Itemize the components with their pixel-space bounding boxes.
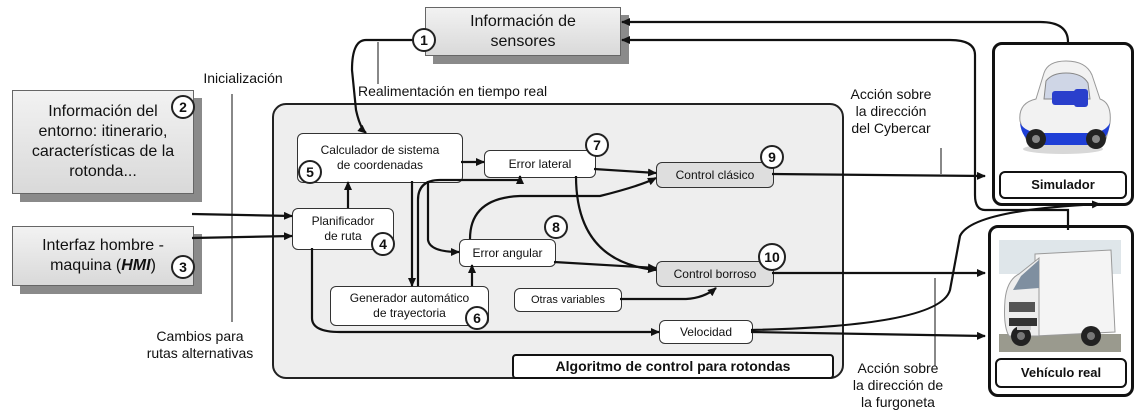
- simulator-caption: Simulador: [999, 171, 1127, 199]
- sensor-info-label: Información de sensores: [470, 12, 576, 50]
- hmi-label: Interfaz hombre - maquina (HMI): [42, 237, 164, 274]
- step-marker-8: 8: [544, 215, 568, 239]
- simulator-box: Simulador: [992, 42, 1134, 206]
- step-marker-3: 3: [171, 255, 195, 279]
- real-vehicle-label: Vehículo real: [1020, 365, 1102, 380]
- trajectory-generator-box: Generador automático de trayectoria: [330, 286, 489, 326]
- realtime-feedback-label: Realimentación en tiempo real: [358, 83, 548, 99]
- trajectory-generator-label: Generador automático de trayectoria: [349, 291, 470, 320]
- step-marker-7: 7: [585, 133, 609, 157]
- step-marker-4: 4: [371, 232, 395, 256]
- lateral-error-label: Error lateral: [508, 156, 572, 171]
- cybercar-steering-label: Acción sobre la dirección del Cybercar: [850, 86, 932, 136]
- speed-label: Velocidad: [679, 324, 733, 339]
- step-marker-10: 10: [758, 243, 786, 271]
- coordinate-calculator-label: Calculador de sistema de coordenadas: [320, 143, 440, 172]
- environment-info-label: Información del entorno: itinerario, car…: [31, 103, 175, 180]
- angular-error-label: Error angular: [472, 245, 543, 260]
- speed-box: Velocidad: [659, 320, 753, 344]
- environment-info-box: Información del entorno: itinerario, car…: [12, 90, 194, 194]
- hmi-box: Interfaz hombre - maquina (HMI): [12, 226, 194, 286]
- initialization-label: Inicialización: [203, 70, 283, 86]
- fuzzy-control-box: Control borroso: [656, 261, 774, 287]
- fuzzy-control-label: Control borroso: [673, 267, 757, 281]
- lateral-error-box: Error lateral: [484, 150, 596, 178]
- real-vehicle-caption: Vehículo real: [995, 358, 1127, 388]
- van-image: [999, 240, 1121, 352]
- step-marker-6: 6: [465, 306, 489, 330]
- step-marker-2: 2: [171, 95, 195, 119]
- other-variables-label: Otras variables: [531, 293, 605, 306]
- alternative-routes-label: Cambios para rutas alternativas: [146, 328, 254, 361]
- step-marker-1: 1: [412, 28, 436, 52]
- route-planner-label: Planificador de ruta: [311, 214, 375, 243]
- classic-control-box: Control clásico: [656, 162, 774, 188]
- route-planner-box: Planificador de ruta: [292, 208, 394, 250]
- sensor-info-box: Información de sensores: [425, 7, 621, 56]
- simulator-label: Simulador: [1031, 177, 1095, 192]
- cybercar-image: [1019, 60, 1111, 154]
- other-variables-box: Otras variables: [514, 288, 622, 312]
- algorithm-title: Algoritmo de control para rotondas: [555, 358, 791, 374]
- angular-error-box: Error angular: [459, 239, 556, 267]
- coordinate-calculator-box: Calculador de sistema de coordenadas: [297, 133, 463, 183]
- real-vehicle-box: Vehículo real: [988, 225, 1134, 397]
- step-marker-9: 9: [760, 145, 784, 169]
- algorithm-title-box: Algoritmo de control para rotondas: [512, 354, 834, 379]
- van-steering-label: Acción sobre la dirección de la furgonet…: [852, 360, 944, 410]
- step-marker-5: 5: [298, 160, 322, 184]
- classic-control-label: Control clásico: [675, 168, 755, 182]
